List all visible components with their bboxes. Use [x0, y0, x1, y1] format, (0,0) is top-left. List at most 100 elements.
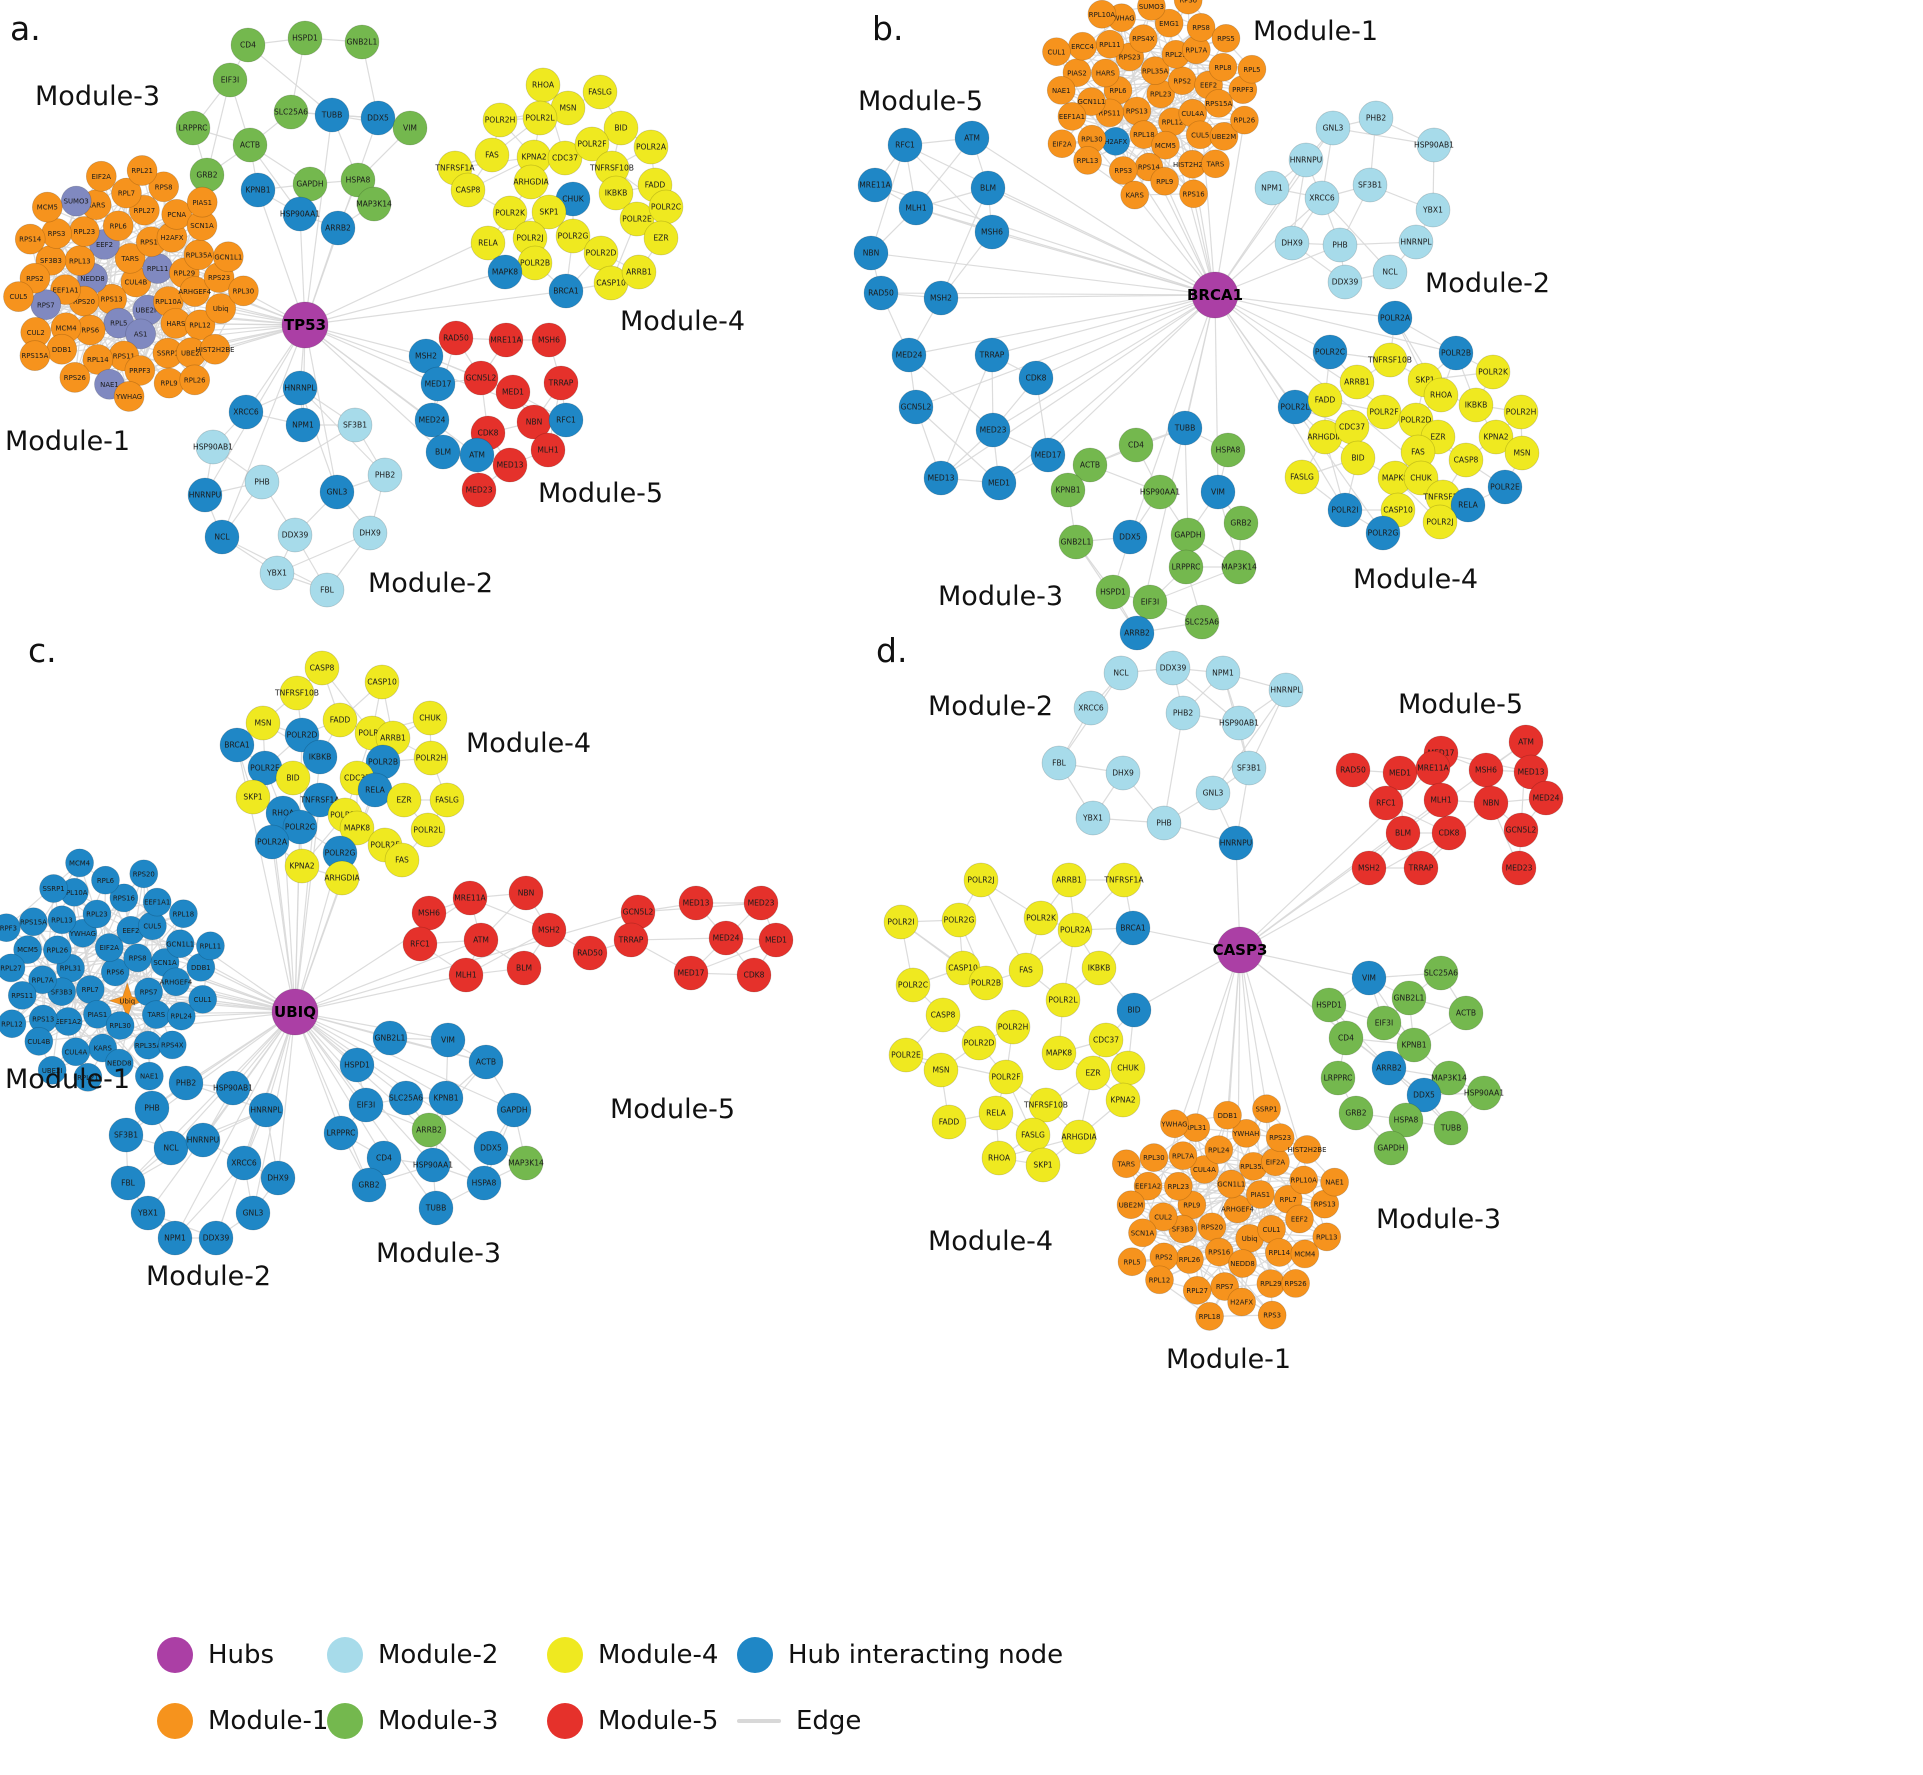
- node-LRPPRC[interactable]: LRPPRC: [1320, 1060, 1356, 1096]
- node-EEF1A1[interactable]: EEF1A1: [1057, 102, 1087, 131]
- node-GRB2[interactable]: GRB2: [1223, 505, 1259, 541]
- node-SKP1[interactable]: SKP1: [235, 779, 271, 815]
- node-SF3B1[interactable]: SF3B1: [108, 1117, 144, 1153]
- node-MED1[interactable]: MED1: [981, 465, 1017, 501]
- node-RPL21[interactable]: RPL21: [126, 155, 158, 186]
- node-MAP3K14[interactable]: MAP3K14: [356, 186, 392, 222]
- node-RPL7A[interactable]: RPL7A: [1168, 1141, 1198, 1171]
- node-SF3B1[interactable]: SF3B1: [1231, 750, 1267, 786]
- node-EIF3I[interactable]: EIF3I: [212, 62, 248, 98]
- node-CASP8[interactable]: CASP8: [925, 997, 961, 1033]
- node-RPS23[interactable]: RPS23: [1265, 1123, 1295, 1152]
- node-ACTB[interactable]: ACTB: [468, 1044, 504, 1080]
- hub-TP53[interactable]: TP53: [281, 301, 329, 349]
- node-YBX1[interactable]: YBX1: [1075, 800, 1111, 836]
- node-PHB2[interactable]: PHB2: [367, 457, 403, 493]
- node-HNRNPL[interactable]: HNRNPL: [1398, 224, 1434, 260]
- node-ACTB[interactable]: ACTB: [232, 127, 268, 163]
- node-KPNB1[interactable]: KPNB1: [240, 172, 276, 208]
- node-EIF3I[interactable]: EIF3I: [1132, 584, 1168, 620]
- node-POLR2F[interactable]: POLR2F: [1366, 394, 1402, 430]
- node-SSRP1[interactable]: SSRP1: [39, 874, 68, 903]
- node-RPL13[interactable]: RPL13: [47, 905, 77, 935]
- node-RPS8[interactable]: RPS8: [1186, 12, 1216, 42]
- node-ARRB2[interactable]: ARRB2: [411, 1112, 447, 1148]
- node-GAPDH[interactable]: GAPDH: [292, 166, 328, 202]
- node-POLR2G[interactable]: POLR2G: [1365, 515, 1401, 551]
- node-HSPD1[interactable]: HSPD1: [1095, 574, 1131, 610]
- node-RFC1[interactable]: RFC1: [887, 127, 923, 163]
- node-TRRAP[interactable]: TRRAP: [974, 337, 1010, 373]
- node-GNL3[interactable]: GNL3: [235, 1195, 271, 1231]
- node-GNL3[interactable]: GNL3: [1315, 110, 1351, 146]
- node-SF3B1[interactable]: SF3B1: [1352, 167, 1388, 203]
- node-RPL10A[interactable]: RPL10A: [1087, 0, 1117, 29]
- node-POLR2I[interactable]: POLR2I: [883, 904, 919, 940]
- node-POLR2L[interactable]: POLR2L: [522, 100, 558, 136]
- node-XRCC6[interactable]: XRCC6: [226, 1145, 262, 1181]
- node-GAPDH[interactable]: GAPDH: [1373, 1130, 1409, 1166]
- node-RPS15A[interactable]: RPS15A: [19, 907, 48, 937]
- node-POLR2L[interactable]: POLR2L: [1277, 389, 1313, 425]
- node-RHOA[interactable]: RHOA: [1423, 377, 1459, 413]
- node-CD4[interactable]: CD4: [1328, 1020, 1364, 1056]
- node-DDX39[interactable]: DDX39: [1327, 264, 1363, 300]
- node-NBN[interactable]: NBN: [853, 235, 889, 271]
- node-HSP90AA1[interactable]: HSP90AA1: [1140, 474, 1180, 510]
- node-MED23[interactable]: MED23: [1501, 850, 1537, 886]
- node-MED23[interactable]: MED23: [461, 472, 497, 508]
- node-HNRNPU[interactable]: HNRNPU: [1218, 825, 1254, 861]
- node-DHX9[interactable]: DHX9: [352, 515, 388, 551]
- node-CDC37[interactable]: CDC37: [1334, 409, 1370, 445]
- node-MSH2[interactable]: MSH2: [923, 280, 959, 316]
- node-MAP3K14[interactable]: MAP3K14: [508, 1145, 544, 1181]
- node-TUBB[interactable]: TUBB: [418, 1190, 454, 1226]
- node-MED23[interactable]: MED23: [975, 412, 1011, 448]
- node-TUBB[interactable]: TUBB: [1433, 1110, 1469, 1146]
- node-MED17[interactable]: MED17: [420, 366, 456, 402]
- node-MRE11A[interactable]: MRE11A: [857, 167, 893, 203]
- node-ERCC4[interactable]: ERCC4: [1068, 31, 1097, 61]
- node-TARS[interactable]: TARS: [141, 1000, 171, 1029]
- node-PRPF3[interactable]: PRPF3: [124, 355, 156, 386]
- node-NCL[interactable]: NCL: [1103, 655, 1139, 691]
- node-GCN1L1[interactable]: GCN1L1: [165, 929, 195, 959]
- node-RPS3[interactable]: RPS3: [41, 218, 72, 249]
- node-ARRB2[interactable]: ARRB2: [1371, 1050, 1407, 1086]
- node-NAE1[interactable]: NAE1: [1046, 75, 1076, 105]
- node-DDX5[interactable]: DDX5: [1112, 519, 1148, 555]
- node-NPM1[interactable]: NPM1: [1254, 170, 1290, 206]
- node-ARRB1[interactable]: ARRB1: [1051, 862, 1087, 898]
- node-GNB2L1[interactable]: GNB2L1: [372, 1020, 408, 1056]
- node-LRPPRC[interactable]: LRPPRC: [1168, 549, 1204, 585]
- node-TUBB[interactable]: TUBB: [314, 97, 350, 133]
- node-SCN1A[interactable]: SCN1A: [1128, 1218, 1157, 1248]
- node-DDX39[interactable]: DDX39: [198, 1220, 234, 1256]
- node-RFC1[interactable]: RFC1: [1368, 785, 1404, 821]
- node-BID[interactable]: BID: [1116, 992, 1152, 1028]
- node-YWHAG[interactable]: YWHAG: [113, 381, 145, 412]
- node-CDC37[interactable]: CDC37: [1088, 1022, 1124, 1058]
- node-NEDD8[interactable]: NEDD8: [1228, 1249, 1257, 1278]
- node-RPL30[interactable]: RPL30: [105, 1011, 135, 1040]
- node-POLR2B[interactable]: POLR2B: [968, 965, 1004, 1001]
- node-POLR2A[interactable]: POLR2A: [1057, 912, 1093, 948]
- node-POLR2F[interactable]: POLR2F: [988, 1059, 1024, 1095]
- node-HSP90AB1[interactable]: HSP90AB1: [193, 429, 233, 465]
- node-FAS[interactable]: FAS: [474, 137, 510, 173]
- node-CUL1[interactable]: CUL1: [188, 984, 218, 1014]
- node-RPS15A[interactable]: RPS15A: [19, 340, 51, 371]
- node-HSPD1[interactable]: HSPD1: [339, 1047, 375, 1083]
- node-ATM[interactable]: ATM: [463, 922, 499, 958]
- node-ARHGDIA[interactable]: ARHGDIA: [1061, 1119, 1097, 1155]
- node-RPS4X[interactable]: RPS4X: [1128, 24, 1158, 53]
- node-MED13[interactable]: MED13: [923, 460, 959, 496]
- node-RPL18[interactable]: RPL18: [1195, 1301, 1224, 1331]
- node-RFC1[interactable]: RFC1: [548, 402, 584, 438]
- node-FBL[interactable]: FBL: [110, 1165, 146, 1201]
- node-RPL8[interactable]: RPL8: [1208, 52, 1238, 82]
- node-RPS7[interactable]: RPS7: [30, 289, 62, 321]
- node-H2AFX[interactable]: H2AFX: [1227, 1287, 1256, 1317]
- node-CUL5[interactable]: CUL5: [3, 281, 34, 312]
- node-RPS20[interactable]: RPS20: [129, 859, 159, 889]
